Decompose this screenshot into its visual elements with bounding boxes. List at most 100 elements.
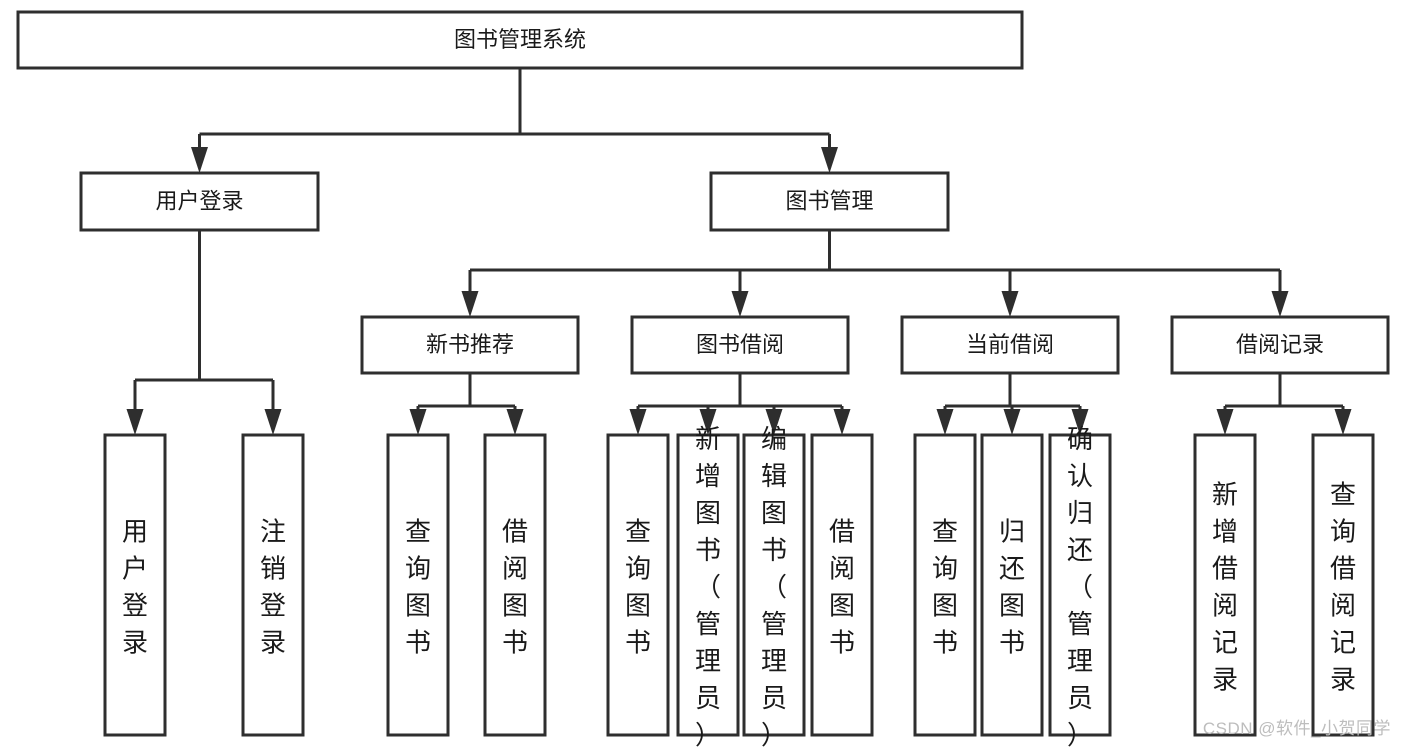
node-label-char: 销 <box>260 554 286 584</box>
node-label-char: 员 <box>695 683 721 713</box>
node-label-char: 录 <box>122 628 148 658</box>
arrow-head-icon <box>821 147 838 173</box>
node-label-char: 录 <box>1330 665 1356 695</box>
node-borrow-record[interactable]: 借阅记录 <box>1170 315 1390 375</box>
node-label-char: 图 <box>761 498 787 528</box>
node-box[interactable] <box>900 315 1120 375</box>
node-box[interactable] <box>742 433 806 737</box>
node-box[interactable] <box>913 433 977 737</box>
node-label-char: 阅 <box>1212 591 1238 621</box>
node-label-char: 询 <box>405 554 431 584</box>
node-label-char: 理 <box>1067 646 1093 676</box>
node-box[interactable] <box>630 315 850 375</box>
node-box[interactable] <box>1048 433 1112 737</box>
node-label: 新书推荐 <box>426 332 514 357</box>
node-label-char: 图 <box>502 591 528 621</box>
node-label: 用户登录 <box>155 188 243 213</box>
node-label-char: 借 <box>1212 554 1238 584</box>
node-box[interactable] <box>1311 433 1375 737</box>
node-label-char: （ <box>761 572 787 602</box>
node-label-char: 归 <box>1067 498 1093 528</box>
node-label-char: （ <box>1067 572 1093 602</box>
node-box[interactable] <box>606 433 670 737</box>
node-label-char: （ <box>695 572 721 602</box>
connectors-layer <box>126 68 1352 435</box>
node-label-char: 借 <box>1330 554 1356 584</box>
node-label-char: 图 <box>829 591 855 621</box>
arrow-head-icon <box>1216 409 1234 435</box>
node-box[interactable] <box>360 315 580 375</box>
arrow-head-icon <box>461 291 479 317</box>
node-box[interactable] <box>709 171 950 232</box>
node-box[interactable] <box>79 171 320 232</box>
node-label-char: ） <box>761 720 787 747</box>
arrow-head-icon <box>126 409 144 435</box>
node-book-management[interactable]: 图书管理 <box>709 171 950 232</box>
node-label-char: 书 <box>829 628 855 658</box>
node-user-login[interactable]: 用户登录 <box>79 171 320 232</box>
arrow-head-icon <box>629 409 647 435</box>
arrow-head-icon <box>409 409 427 435</box>
node-label-char: 确 <box>1067 424 1093 454</box>
node-box[interactable] <box>103 433 167 737</box>
node-label-char: 记 <box>1212 628 1238 658</box>
node-box[interactable] <box>16 10 1024 70</box>
node-box[interactable] <box>1170 315 1390 375</box>
connector-group-book-management <box>461 230 1289 317</box>
node-box[interactable] <box>386 433 450 737</box>
node-box[interactable] <box>676 433 740 737</box>
arrow-head-icon <box>191 147 208 173</box>
node-label-char: 新 <box>1212 480 1238 510</box>
arrow-head-icon <box>1271 291 1289 317</box>
arrow-head-icon <box>765 409 783 435</box>
arrow-head-icon <box>731 291 749 317</box>
node-box[interactable] <box>980 433 1044 737</box>
node-label-char: 管 <box>695 609 721 639</box>
node-root[interactable]: 图书管理系统 <box>16 10 1024 70</box>
node-label-char: 询 <box>625 554 651 584</box>
node-label-char: 查 <box>405 517 431 547</box>
watermark-text: CSDN @软件_小贺同学 <box>1202 719 1391 738</box>
connector-group-book-borrow <box>629 373 851 435</box>
node-label-char: 员 <box>1067 683 1093 713</box>
node-label-char: 登 <box>122 591 148 621</box>
node-label-char: 图 <box>999 591 1025 621</box>
arrow-head-icon <box>1071 409 1089 435</box>
node-label-char: 理 <box>761 646 787 676</box>
node-box[interactable] <box>483 433 547 737</box>
node-label: 当前借阅 <box>966 332 1054 357</box>
node-label-char: 书 <box>502 628 528 658</box>
node-current-borrow[interactable]: 当前借阅 <box>900 315 1120 375</box>
node-book-borrow[interactable]: 图书借阅 <box>630 315 850 375</box>
node-label-char: 认 <box>1067 461 1093 491</box>
node-leaf-user-login[interactable]: 用户登录 <box>103 433 167 737</box>
node-label-char: 登 <box>260 591 286 621</box>
connector-group-new-book-recommend <box>409 373 524 435</box>
node-new-book-recommend[interactable]: 新书推荐 <box>360 315 580 375</box>
node-label-char: 询 <box>1330 517 1356 547</box>
node-box[interactable] <box>810 433 874 737</box>
node-box[interactable] <box>1193 433 1257 737</box>
node-label: 图书管理系统 <box>454 27 586 52</box>
arrow-head-icon <box>833 409 851 435</box>
node-label-char: 图 <box>695 498 721 528</box>
nodes-layer: 图书管理系统用户登录图书管理新书推荐图书借阅当前借阅借阅记录用户登录注销登录查询… <box>16 10 1390 747</box>
node-label-char: 图 <box>625 591 651 621</box>
node-label-char: 书 <box>932 628 958 658</box>
node-label-char: 用 <box>122 517 148 547</box>
node-label-char: 还 <box>999 554 1025 584</box>
node-box[interactable] <box>241 433 305 737</box>
